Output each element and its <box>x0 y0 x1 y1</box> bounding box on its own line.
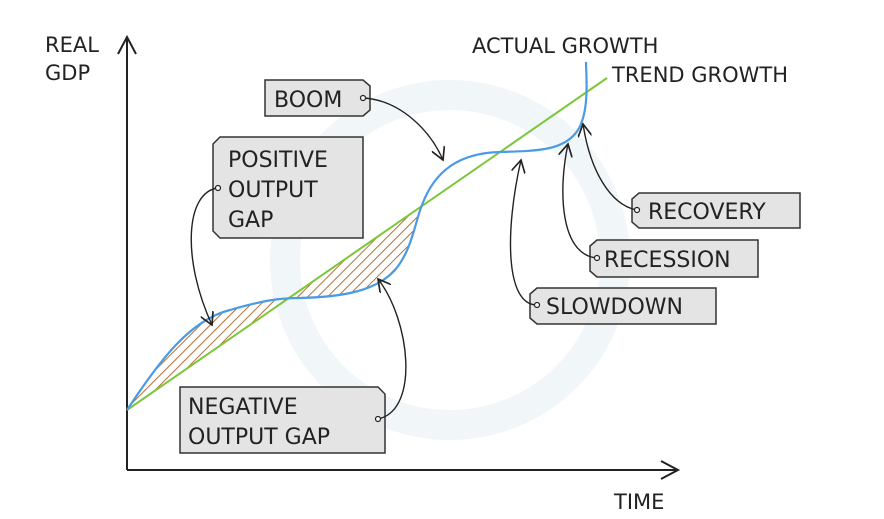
y-axis-label-2: GDP <box>45 61 90 85</box>
x-axis-label: TIME <box>613 490 664 514</box>
recovery-arrow <box>583 124 638 211</box>
trend-growth-line <box>126 77 608 411</box>
boom-callout: BOOM <box>264 79 443 160</box>
recovery-label: RECOVERY <box>648 200 766 225</box>
recession-callout: RECESSION <box>563 144 759 278</box>
recession-label: RECESSION <box>604 248 731 273</box>
actual-growth-curve <box>126 61 588 411</box>
actual-growth-label: ACTUAL GROWTH <box>472 34 658 58</box>
recovery-callout: RECOVERY <box>583 124 801 229</box>
negative-label-line2: OUTPUT GAP <box>188 425 330 450</box>
positive-label-line3: GAP <box>228 208 273 233</box>
negative-gap-arrow <box>378 279 407 420</box>
positive-label-line2: OUTPUT <box>228 178 318 203</box>
positive-gap-arrow <box>190 187 219 325</box>
slowdown-callout: SLOWDOWN <box>509 160 717 325</box>
positive-output-gap-callout: POSITIVE OUTPUT GAP <box>190 136 364 325</box>
y-axis-label: REAL <box>45 33 99 57</box>
boom-label: BOOM <box>274 88 342 113</box>
slowdown-arrow <box>509 160 538 306</box>
x-axis-arrow-icon <box>660 460 681 480</box>
y-axis-arrow-icon <box>117 34 137 55</box>
negative-label-line1: NEGATIVE <box>188 395 298 420</box>
recession-arrow <box>563 144 598 259</box>
boom-arrow <box>362 97 443 160</box>
slowdown-label: SLOWDOWN <box>546 295 683 320</box>
positive-label-line1: POSITIVE <box>228 148 328 173</box>
trend-growth-label: TREND GROWTH <box>611 63 788 87</box>
negative-output-gap-callout: NEGATIVE OUTPUT GAP <box>179 279 407 454</box>
